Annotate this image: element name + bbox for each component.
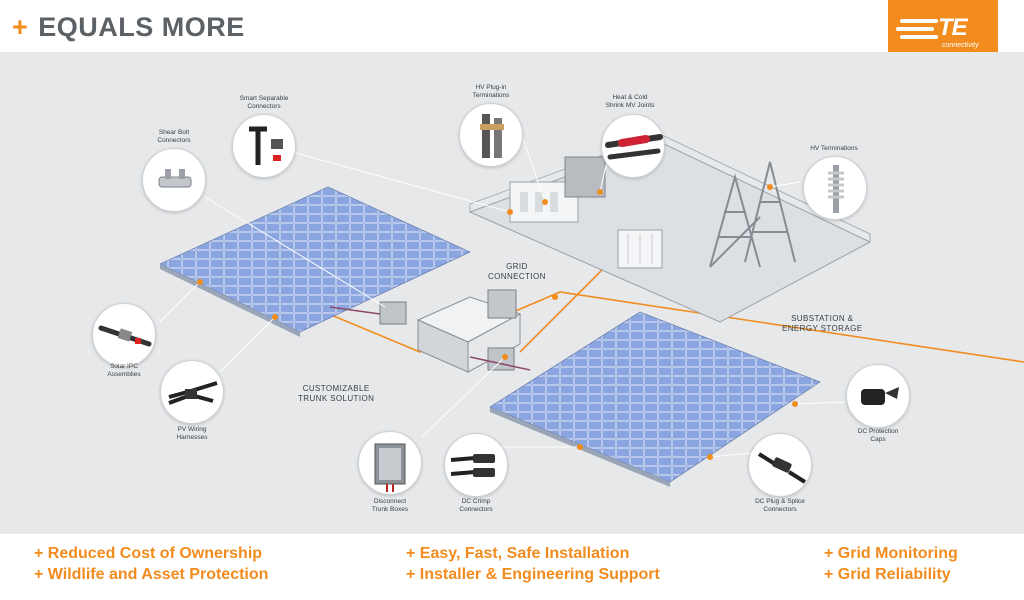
callout-solar-ipc-label: Solar IPC Assemblies (107, 363, 141, 379)
solar-field-left (159, 186, 471, 337)
solar-plant-illustration: GRID CONNECTION SUBSTATION & ENERGY STOR… (0, 52, 1024, 534)
callout-dc-protection-label: DC Protection Caps (857, 428, 899, 444)
callout-heat-cold-label: Heat & Cold Shrink MV Joints (605, 94, 655, 110)
callout-hv-plugin-label: HV Plug-in Terminations (472, 84, 510, 100)
logo-subtitle: connectivity (942, 42, 979, 49)
logo-mark: TE (938, 14, 968, 41)
callout-solar-ipc[interactable] (92, 303, 156, 367)
callout-pv-wiring[interactable] (160, 360, 224, 424)
dc-plug-connector-icon (757, 452, 807, 484)
pv-wiring-harness-icon (168, 381, 218, 405)
solar-ipc-icon (98, 325, 152, 347)
mv-joint-icon (605, 134, 663, 160)
callout-hv-terminations-label: HV Terminations (810, 145, 858, 152)
disconnect-box-icon (374, 443, 406, 492)
te-logo-icon (896, 19, 938, 39)
shear-bolt-connector-icon (158, 169, 192, 188)
title-plus: + (12, 12, 29, 42)
hv-termination-icon (828, 165, 844, 213)
benefit-grid-reliability: + Grid Reliability (824, 566, 951, 583)
dc-crimp-connector-icon (450, 454, 495, 477)
callout-smart-separable[interactable] (232, 114, 296, 178)
benefit-wildlife-protection: + Wildlife and Asset Protection (34, 566, 269, 583)
benefit-grid-monitoring: + Grid Monitoring (824, 545, 958, 562)
header: + EQUALS MORE TE connectivity (0, 0, 1024, 66)
callout-dc-crimp-label: DC Crimp Connectors (459, 498, 493, 514)
callout-shear-bolt[interactable] (142, 148, 206, 212)
callout-smart-separable-label: Smart Separable Connectors (239, 95, 289, 111)
dc-protection-cap-icon (861, 387, 899, 405)
callout-shear-bolt-label: Shear Bolt Connectors (157, 129, 191, 145)
substation-label: SUBSTATION & ENERGY STORAGE (782, 314, 863, 334)
benefits-footer: + Reduced Cost of Ownership + Wildlife a… (0, 534, 1024, 600)
callout-leader-lines (159, 129, 846, 458)
hv-plugin-termination-icon (480, 114, 504, 158)
trunk-solution-label: CUSTOMIZABLE TRUNK SOLUTION (298, 384, 375, 404)
callout-dc-protection[interactable] (846, 364, 910, 428)
callout-dc-crimp[interactable] (444, 433, 508, 497)
connection-hotspots (197, 184, 798, 460)
page-title: + EQUALS MORE (12, 12, 245, 43)
title-text: EQUALS MORE (38, 12, 245, 42)
callout-hv-terminations[interactable] (803, 156, 867, 220)
callout-heat-cold[interactable] (601, 114, 665, 178)
scene-artwork (159, 129, 1024, 487)
inverter-station (329, 289, 531, 373)
benefit-easy-installation: + Easy, Fast, Safe Installation (406, 545, 630, 562)
callout-hv-plugin[interactable] (459, 103, 523, 167)
callout-disconnect[interactable] (358, 431, 422, 495)
callout-pv-wiring-label: PV Wiring Harnesses (176, 426, 208, 442)
callout-dc-plug-label: DC Plug & Splice Connectors (755, 498, 805, 514)
callout-disconnect-label: Disconnect Trunk Boxes (371, 498, 409, 514)
benefit-reduced-cost: + Reduced Cost of Ownership (34, 545, 263, 562)
benefit-installer-support: + Installer & Engineering Support (406, 566, 660, 583)
smart-separable-connector-icon (249, 126, 283, 165)
callout-dc-plug[interactable] (748, 433, 812, 497)
grid-connection-label: GRID CONNECTION (488, 262, 546, 282)
